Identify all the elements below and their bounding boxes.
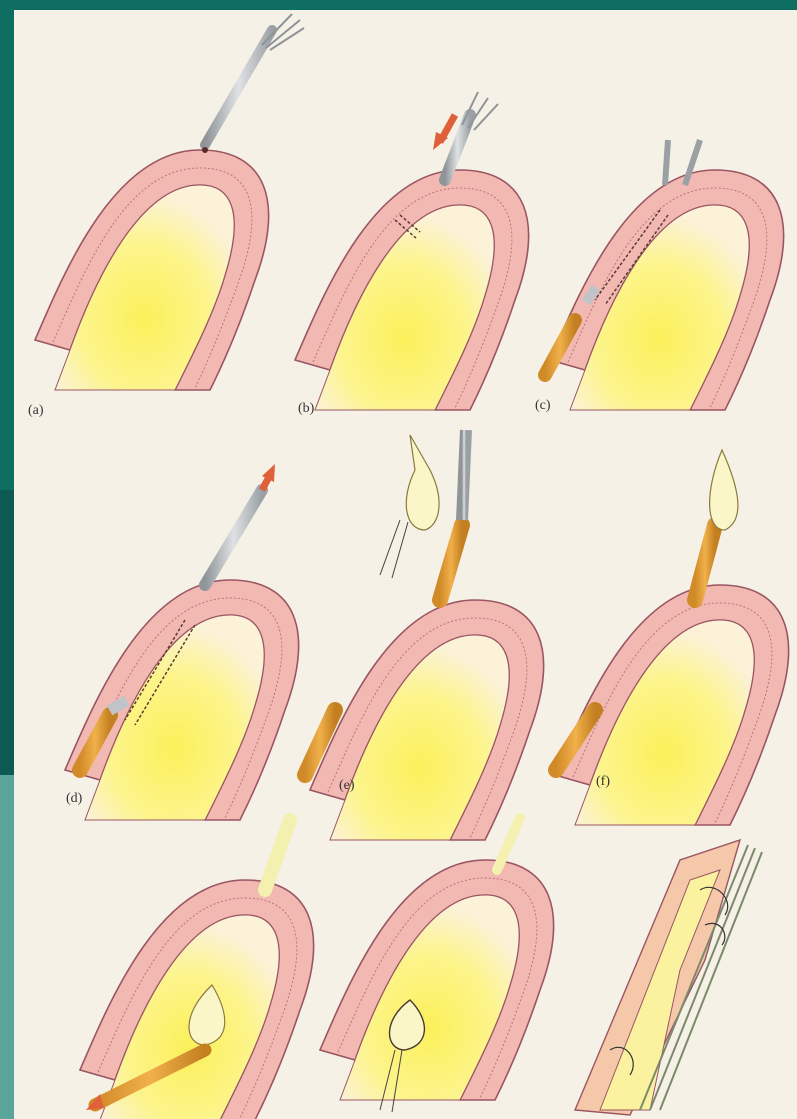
panel-i (575, 840, 762, 1115)
panel-label-f: (f) (596, 774, 610, 789)
panel-a (35, 14, 304, 390)
panel-label-e: (e) (339, 778, 355, 793)
panel-f (555, 450, 789, 825)
panel-label-d: (d) (66, 791, 83, 806)
panel-b (295, 92, 529, 410)
panel-label-b: (b) (298, 401, 315, 416)
panel-label-a: (a) (28, 403, 44, 418)
panel-g (80, 820, 314, 1119)
panel-label-c: (c) (535, 398, 551, 413)
panel-d (65, 464, 299, 820)
panel-c (545, 140, 784, 410)
panel-h (320, 818, 554, 1112)
